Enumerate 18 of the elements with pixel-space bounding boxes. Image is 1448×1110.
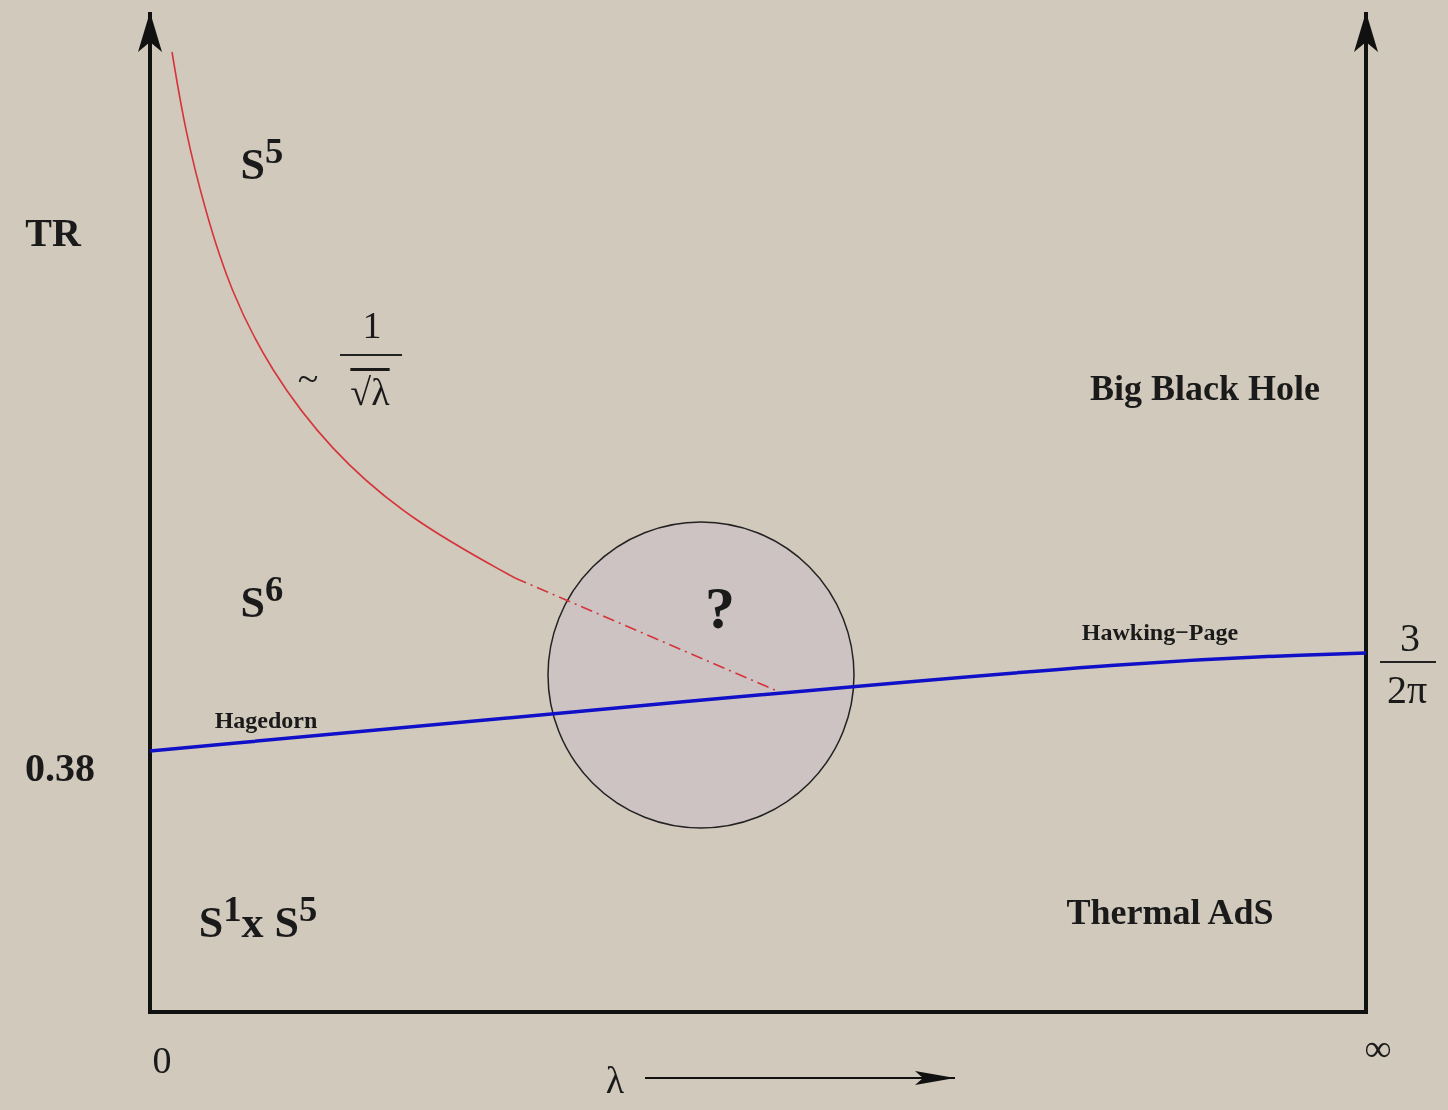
fraction-denominator: 2π <box>1386 670 1428 710</box>
curve-label: Hagedorn <box>214 708 318 732</box>
tilde-symbol: ~ <box>297 359 319 397</box>
region-label: Big Black Hole <box>1090 370 1320 406</box>
tick-label: ∞ <box>1364 1029 1392 1067</box>
fraction-numerator: 1 <box>362 306 382 344</box>
axis-label: λ <box>605 1061 625 1099</box>
region-label: S$^{5}$ <box>240 133 284 187</box>
region-label: S$^{1}$x S$^{5}$ <box>198 891 318 945</box>
fraction-numerator: 3 <box>1400 618 1420 658</box>
fraction-denominator: √λ <box>350 373 390 411</box>
axis-label: TR <box>25 213 81 253</box>
tick-label: 0.38 <box>25 748 95 788</box>
region-label: S$^{6}$ <box>240 571 284 625</box>
question-mark: ? <box>705 578 735 638</box>
tick-label: 0 <box>152 1041 172 1079</box>
curve-label: Hawking−Page <box>1081 620 1239 644</box>
region-label: Thermal AdS <box>1066 894 1274 930</box>
